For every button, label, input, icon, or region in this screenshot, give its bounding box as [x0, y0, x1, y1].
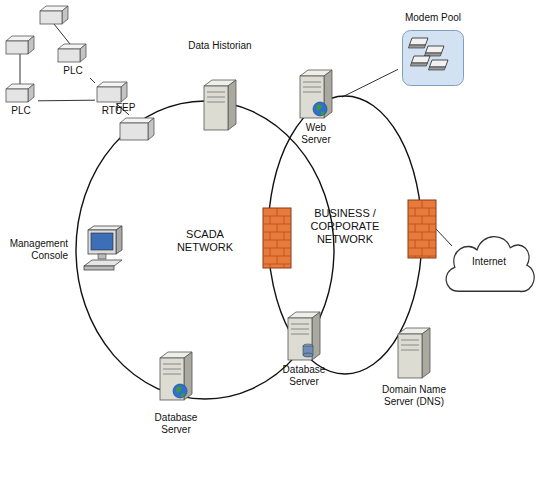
- plc-device: PLC: [56, 44, 90, 78]
- node-label: Data Historian: [188, 40, 252, 52]
- database-server: Database Server: [148, 352, 204, 438]
- web-server: Web Server: [290, 70, 342, 150]
- dns-server: Domain Name Server (DNS): [376, 328, 452, 424]
- device-box: [40, 6, 68, 24]
- network-link: [38, 100, 95, 102]
- box-icon: [97, 82, 127, 102]
- database-server: Database Server: [274, 312, 334, 388]
- management-console: Management Console: [2, 226, 126, 274]
- link-wire: [436, 229, 452, 246]
- plc-device: PLC: [4, 84, 38, 118]
- serverdisk-icon: [288, 312, 320, 360]
- bus-wire: [54, 24, 70, 44]
- node-label: BUSINESS / CORPORATE NETWORK: [297, 207, 393, 247]
- node-label: Database Server: [148, 412, 204, 435]
- node-label: Web Server: [290, 122, 342, 145]
- node-label: Database Server: [274, 364, 334, 387]
- node-label: Modem Pool: [398, 12, 468, 24]
- node-label: FEP: [116, 102, 146, 114]
- pc-icon: [82, 226, 126, 272]
- fep-device: FEP: [116, 100, 156, 142]
- firewall-icon: [263, 208, 291, 268]
- modem-icon: [402, 30, 464, 86]
- node-label: Domain Name Server (DNS): [376, 384, 452, 407]
- network-link: [90, 78, 95, 83]
- server-icon: [398, 328, 430, 378]
- bus-wire: [20, 54, 21, 84]
- box-icon: [6, 84, 34, 102]
- serverglobe-icon: [300, 70, 332, 118]
- node-label: Management Console: [2, 238, 68, 261]
- node-label: Internet: [454, 256, 524, 268]
- serverglobe-icon: [160, 352, 192, 400]
- firewall-icon: [408, 200, 436, 258]
- node-label: PLC: [56, 65, 90, 77]
- internet-cloud: Internet: [440, 226, 538, 300]
- device-box: [6, 36, 34, 54]
- historian-server: Data Historian: [188, 40, 252, 132]
- server-icon: [204, 80, 236, 130]
- node-label: SCADA NETWORK: [170, 228, 240, 254]
- modem-pool: Modem Pool: [398, 12, 468, 92]
- network-link: [342, 69, 398, 97]
- node-label: PLC: [4, 105, 38, 117]
- box-icon: [58, 44, 86, 62]
- box-icon: [120, 118, 154, 140]
